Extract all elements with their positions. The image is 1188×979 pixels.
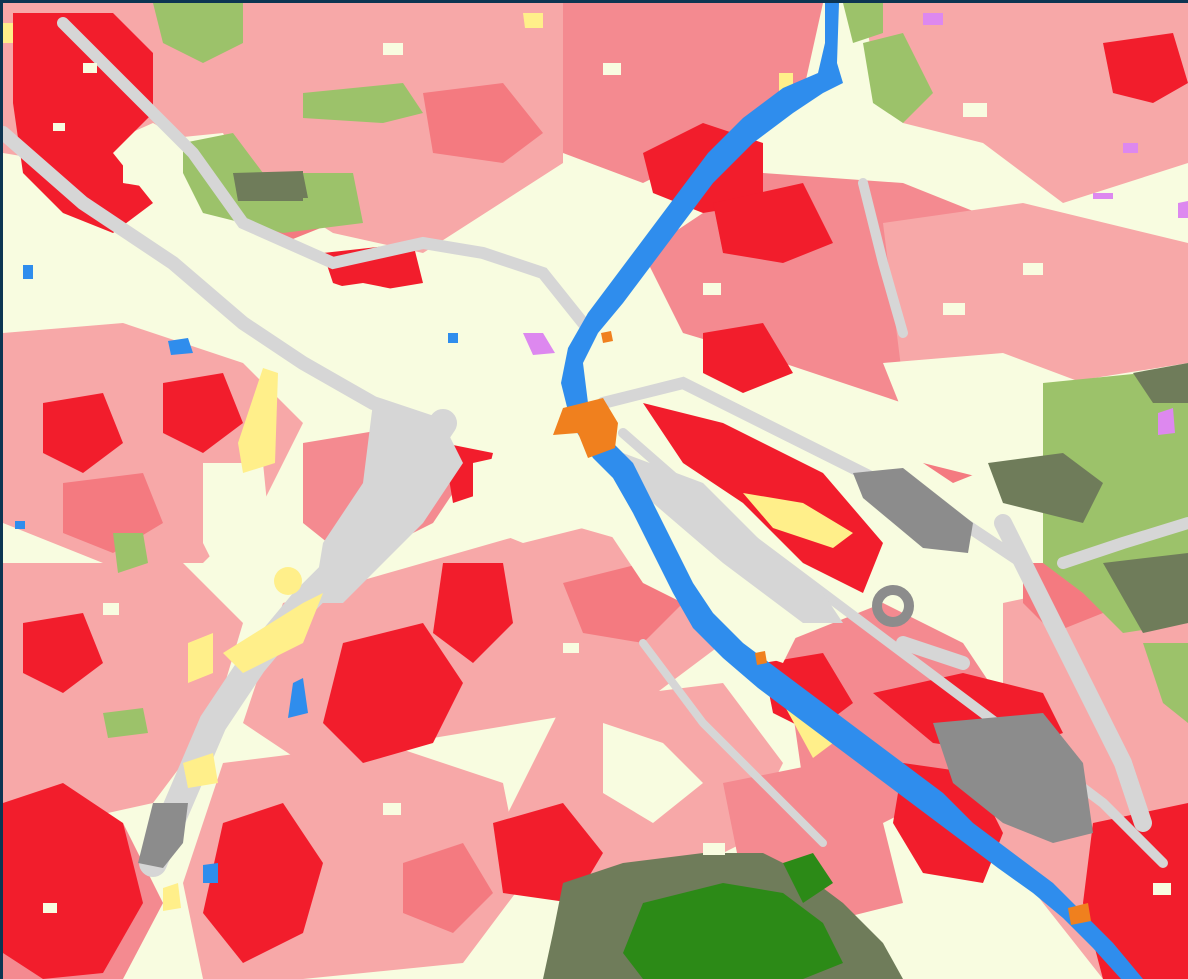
- forest-zone: [543, 853, 903, 979]
- lilac-patches: [523, 13, 1188, 435]
- industrial-zones: [138, 171, 1093, 868]
- roundabout: [872, 585, 914, 627]
- land-cover-map[interactable]: [3, 3, 1188, 979]
- rail-yard: [313, 403, 843, 623]
- water-ponds: [15, 265, 458, 883]
- sand-patches: [3, 13, 853, 911]
- meadow-specks: [43, 43, 1171, 913]
- bridges: [553, 331, 1091, 925]
